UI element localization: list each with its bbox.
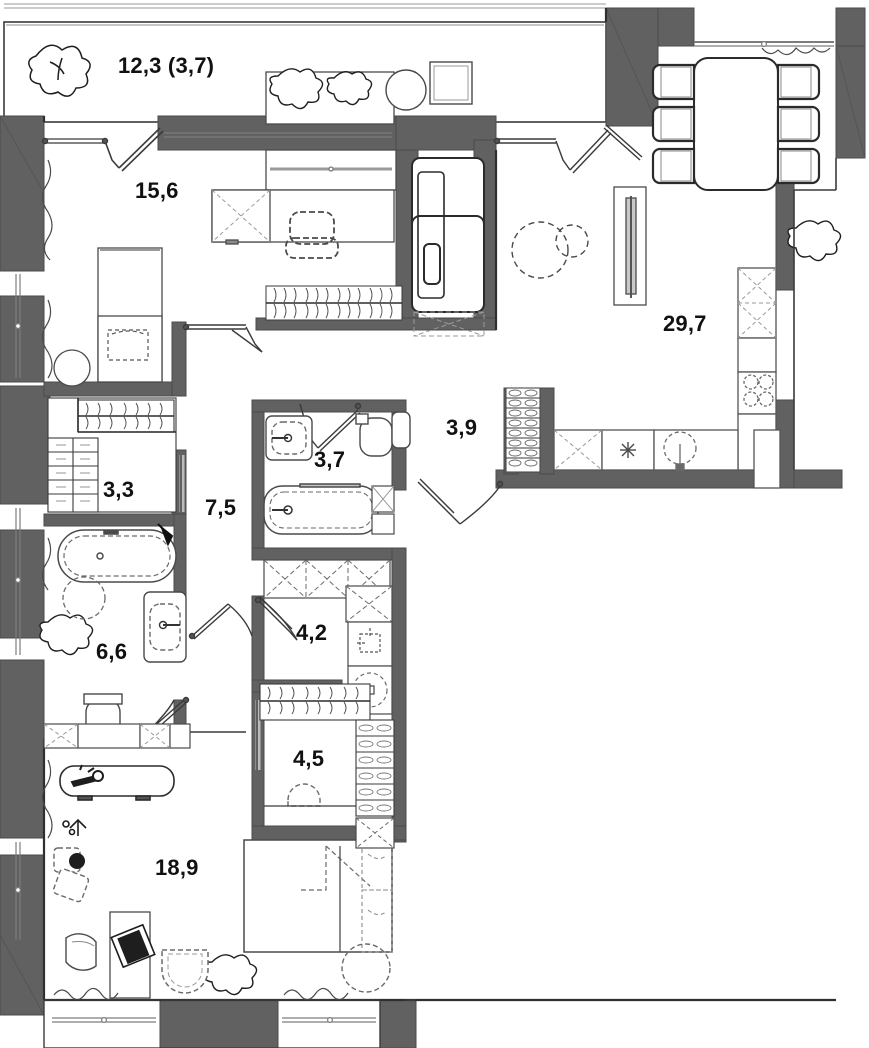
area-label-master-bathroom: 6,6: [96, 639, 128, 664]
guest-cabinet: [371, 485, 395, 535]
plant-terrace: [28, 44, 91, 97]
area-label-guest-bathroom: 3,7: [314, 447, 346, 472]
sofa: [411, 157, 485, 313]
double-bed: [243, 839, 393, 953]
bathtub-oval: [57, 529, 177, 583]
pantry-shelves: [505, 387, 541, 473]
door-entry-right: [603, 124, 643, 161]
laundry-sink: [347, 621, 393, 667]
door-corridor-top: [182, 323, 263, 353]
laundry-fixtures: [263, 559, 393, 715]
balcony-railing-top: [4, 3, 606, 9]
hob-icon: [620, 442, 636, 458]
wardrobe-shelving: [47, 397, 177, 513]
area-label-corridor: 7,5: [205, 495, 237, 520]
door-hall: [41, 127, 164, 172]
lamp-base: [69, 853, 85, 869]
area-label-wardrobe: 3,3: [103, 477, 135, 502]
coffee-table: [511, 221, 589, 279]
door-living: [493, 129, 612, 174]
area-label-terrace: 12,3 (3,7): [118, 53, 215, 78]
curtain-bath: [41, 537, 52, 591]
dining-table-six-chairs: [651, 57, 821, 191]
plant-console-2: [326, 71, 373, 106]
hall-cabinet: [265, 149, 397, 191]
side-table-round: [385, 69, 427, 111]
guest-toilet: [355, 411, 411, 457]
radiator-hall: [265, 285, 403, 321]
tv-unit: [613, 186, 647, 306]
dressing-fixtures: [259, 683, 395, 817]
curtain-kitchen: [761, 47, 831, 56]
area-label-laundry: 4,2: [296, 620, 328, 645]
bath-counter: [43, 723, 191, 749]
area-label-bedroom: 18,9: [155, 855, 199, 880]
guest-bathroom-fixtures: [263, 411, 411, 535]
hall-bench: [211, 189, 395, 245]
area-label-pantry: 3,9: [446, 415, 478, 440]
storage-box: [429, 61, 473, 105]
door-dressing: [255, 700, 261, 770]
bedroom-fixtures: [41, 759, 395, 1001]
door-pantry: [417, 478, 504, 525]
floor-lamp: [62, 818, 87, 836]
door-laundry: [254, 596, 298, 641]
door-wardrobe: [179, 455, 185, 512]
bathtub-rect: [263, 483, 379, 535]
master-bathroom-fixtures: [41, 523, 191, 749]
right-edge-lines: [406, 158, 837, 1001]
bath-stool: [62, 576, 106, 620]
bottom-terrace: [43, 999, 381, 1048]
armchair: [285, 211, 339, 259]
curtain-hall: [41, 159, 53, 379]
windows: [15, 40, 834, 1023]
area-label-hall: 15,6: [135, 178, 179, 203]
bath-faucet: [157, 523, 174, 547]
doors: [41, 124, 643, 770]
plant-console-1: [269, 68, 324, 110]
plant-kitchen: [787, 220, 842, 262]
kitchen-sink: [663, 431, 697, 471]
dressing-stool: [287, 783, 321, 807]
curtain-bedroom: [53, 987, 349, 1001]
bedroom-side-table: [341, 943, 391, 993]
bedroom-accessory: [110, 923, 156, 969]
media-unit: [59, 764, 175, 801]
nightstand: [355, 817, 395, 849]
guest-washbasin: [265, 415, 313, 461]
rug: [413, 311, 485, 337]
hall-wc: [53, 315, 163, 387]
area-label-living-kitchen: 29,7: [663, 311, 707, 336]
area-label-dressing: 4,5: [293, 746, 325, 771]
door-corridor-mid: [188, 603, 253, 640]
pouf: [65, 933, 97, 971]
bath-washbasin: [143, 591, 187, 663]
cooktop: [743, 374, 774, 407]
bedroom-armchair: [161, 949, 209, 994]
plant-bath: [39, 614, 94, 656]
